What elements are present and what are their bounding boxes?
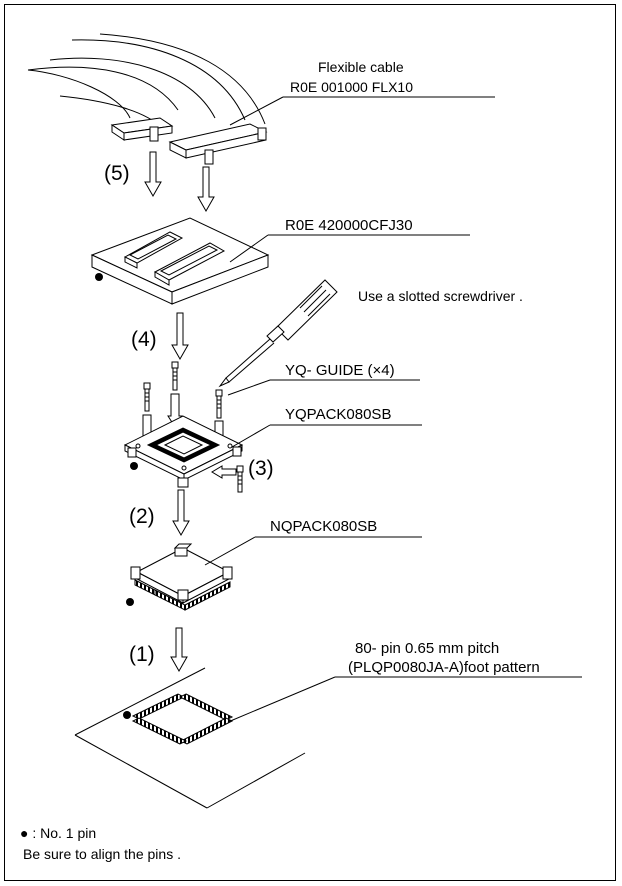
cable-connector-right (168, 123, 268, 165)
label-flexible-cable: Flexible cable (318, 59, 404, 75)
label-flexible-cable-part: R0E 001000 FLX10 (290, 79, 413, 95)
label-converter-board: R0E 420000CFJ30 (285, 217, 413, 234)
leader-yqpack (231, 424, 271, 448)
screwdriver (218, 279, 338, 388)
guide-screw-4 (211, 465, 244, 493)
label-yq-guide: YQ- GUIDE (×4) (285, 362, 395, 379)
foot-pattern (131, 693, 234, 745)
pin1-dot-board (95, 273, 103, 281)
arrow-step5-right (197, 166, 215, 213)
label-foot-pattern-line2: (PLQP0080JA-A)foot pattern (348, 659, 540, 676)
leader-nqpack (204, 536, 256, 566)
label-screwdriver-note: Use a slotted screwdriver . (358, 288, 523, 304)
leader-guide (227, 379, 271, 396)
converter-board (90, 217, 270, 305)
arrow-step4 (171, 312, 189, 361)
label-nqpack: NQPACK080SB (270, 518, 378, 535)
target-board (74, 667, 306, 809)
arrow-step1 (170, 627, 188, 673)
leader-cable (229, 96, 284, 126)
pin1-dot-yqpack (130, 462, 138, 470)
nqpack (130, 543, 233, 611)
step-2-label: (2) (129, 505, 155, 528)
pin1-dot-nqpack (126, 598, 134, 606)
pin1-dot-footpattern (123, 711, 131, 719)
leader-board (229, 234, 269, 263)
step-3-label: (3) (248, 457, 274, 480)
step-5-label: (5) (104, 162, 130, 185)
label-yqpack: YQPACK080SB (285, 406, 392, 423)
leader-footpattern (227, 676, 336, 723)
step-4-label: (4) (131, 328, 157, 351)
flexible-cable (27, 33, 266, 133)
yqpack (123, 415, 244, 488)
label-foot-pattern-line1: 80- pin 0.65 mm pitch (355, 640, 500, 657)
arrow-step5-left (144, 151, 162, 198)
arrow-step2 (172, 489, 190, 537)
legend-align-note: Be sure to align the pins . (23, 846, 181, 862)
legend-pin1-note: ● : No. 1 pin (20, 825, 97, 841)
diagram-frame (4, 4, 616, 881)
step-1-label: (1) (129, 643, 155, 666)
cable-connector-left (110, 117, 174, 142)
